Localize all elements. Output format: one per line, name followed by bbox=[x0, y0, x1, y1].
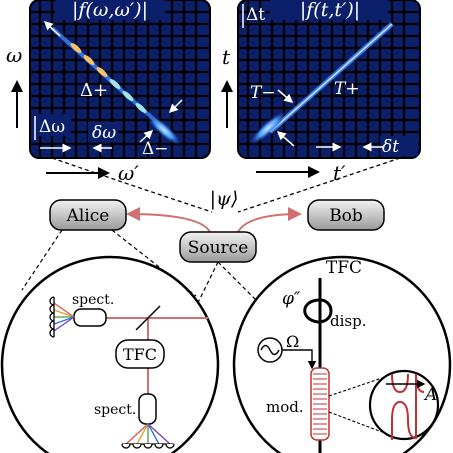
alice-beam bbox=[106, 317, 208, 394]
phi-label: φ″ bbox=[282, 289, 301, 309]
spect-top-fan bbox=[53, 302, 75, 332]
time-y-axis: t bbox=[221, 45, 233, 128]
mod-zoom-line-bottom bbox=[328, 411, 383, 433]
spect-bottom-detectors bbox=[121, 443, 175, 449]
time-grid bbox=[238, 0, 420, 158]
freq-delta-minus: Δ− bbox=[142, 139, 169, 159]
rf-to-mod-arrow bbox=[282, 349, 317, 370]
spect-bottom-box bbox=[138, 393, 157, 425]
spect-top-label: spect. bbox=[72, 292, 114, 308]
freq-delta-minus-arrow-a bbox=[168, 99, 183, 114]
tfc-detail-title: TFC bbox=[326, 258, 362, 278]
time-t-minus-arrow bbox=[277, 89, 294, 103]
freq-delta-omega-small-box bbox=[88, 122, 118, 142]
tfc-box bbox=[115, 339, 165, 369]
freq-y-axis: ω bbox=[6, 43, 23, 128]
mod-zoom-line-top bbox=[328, 377, 383, 397]
dispersion-loop bbox=[303, 298, 333, 324]
time-t-minus: T− bbox=[250, 83, 276, 103]
freq-title-box bbox=[55, 0, 165, 20]
time-x-axis: t′ bbox=[256, 161, 346, 185]
source-node: Source bbox=[179, 231, 257, 263]
freq-to-source-dashed bbox=[51, 157, 213, 213]
alice-detail: spect. TFC spect. bbox=[0, 255, 220, 453]
bob-label: Bob bbox=[329, 206, 363, 226]
time-bottom-arrow bbox=[276, 131, 295, 147]
freq-peaks bbox=[70, 42, 147, 114]
freq-panel: |f(ω,ω′)| Δ+ Δ− Δω δω bbox=[29, 0, 211, 159]
amplitude-label: A bbox=[423, 385, 437, 405]
tfc-label: TFC bbox=[123, 345, 157, 364]
time-title: |f(t,t′)| bbox=[300, 0, 360, 21]
spect-bottom-fan bbox=[125, 423, 171, 445]
time-x-label: t′ bbox=[333, 161, 346, 185]
state-label: |ψ⟩ bbox=[210, 188, 239, 210]
beam-splitter bbox=[135, 305, 161, 331]
time-delta-t-small: δt bbox=[382, 137, 399, 157]
time-title-box bbox=[270, 0, 388, 20]
bob-node: Bob bbox=[307, 199, 385, 231]
freq-delta-minus-arrow-b bbox=[139, 129, 154, 143]
freq-delta-plus-arrow bbox=[43, 20, 61, 37]
freq-x-label: ω′ bbox=[118, 161, 139, 185]
freq-delta-omega: Δω bbox=[39, 117, 65, 137]
beam-paths bbox=[126, 207, 302, 233]
spect-top-box bbox=[73, 308, 107, 327]
freq-delta-omega-small: δω bbox=[92, 123, 116, 143]
spect-bottom-label: spect. bbox=[94, 402, 136, 418]
freq-y-label: ω bbox=[6, 43, 22, 67]
freq-title: |f(ω,ω′)| bbox=[72, 0, 148, 21]
time-delta-t-small-box bbox=[380, 136, 418, 156]
time-to-source-dashed bbox=[237, 157, 401, 213]
time-panel: |f(t,t′)| Δt T− T+ δt bbox=[237, 0, 421, 159]
freq-end-glow bbox=[147, 114, 181, 146]
freq-delta-omega-box bbox=[31, 114, 71, 136]
freq-delta-plus: Δ+ bbox=[80, 80, 108, 101]
modulator-fill bbox=[313, 373, 327, 435]
omega-label: Ω bbox=[286, 332, 299, 351]
spect-top-detectors bbox=[49, 296, 55, 338]
rf-sine-icon bbox=[260, 344, 280, 356]
source-label: Source bbox=[188, 238, 249, 258]
modulation-wave-2 bbox=[391, 373, 409, 394]
tfc-detail: TFC φ″ disp. Ω mod. A bbox=[232, 255, 452, 453]
time-t-plus: T+ bbox=[334, 79, 360, 99]
time-glow bbox=[249, 111, 287, 145]
modulation-wave bbox=[391, 373, 425, 440]
time-y-label: t bbox=[222, 45, 231, 69]
alice-node: Alice bbox=[49, 199, 127, 231]
mod-label: mod. bbox=[266, 398, 304, 416]
time-delta-t: Δt bbox=[246, 5, 265, 25]
freq-x-axis: ω′ bbox=[46, 161, 139, 185]
time-diagonal-core bbox=[269, 23, 393, 133]
alice-label: Alice bbox=[66, 206, 110, 226]
disp-label: disp. bbox=[330, 312, 366, 330]
